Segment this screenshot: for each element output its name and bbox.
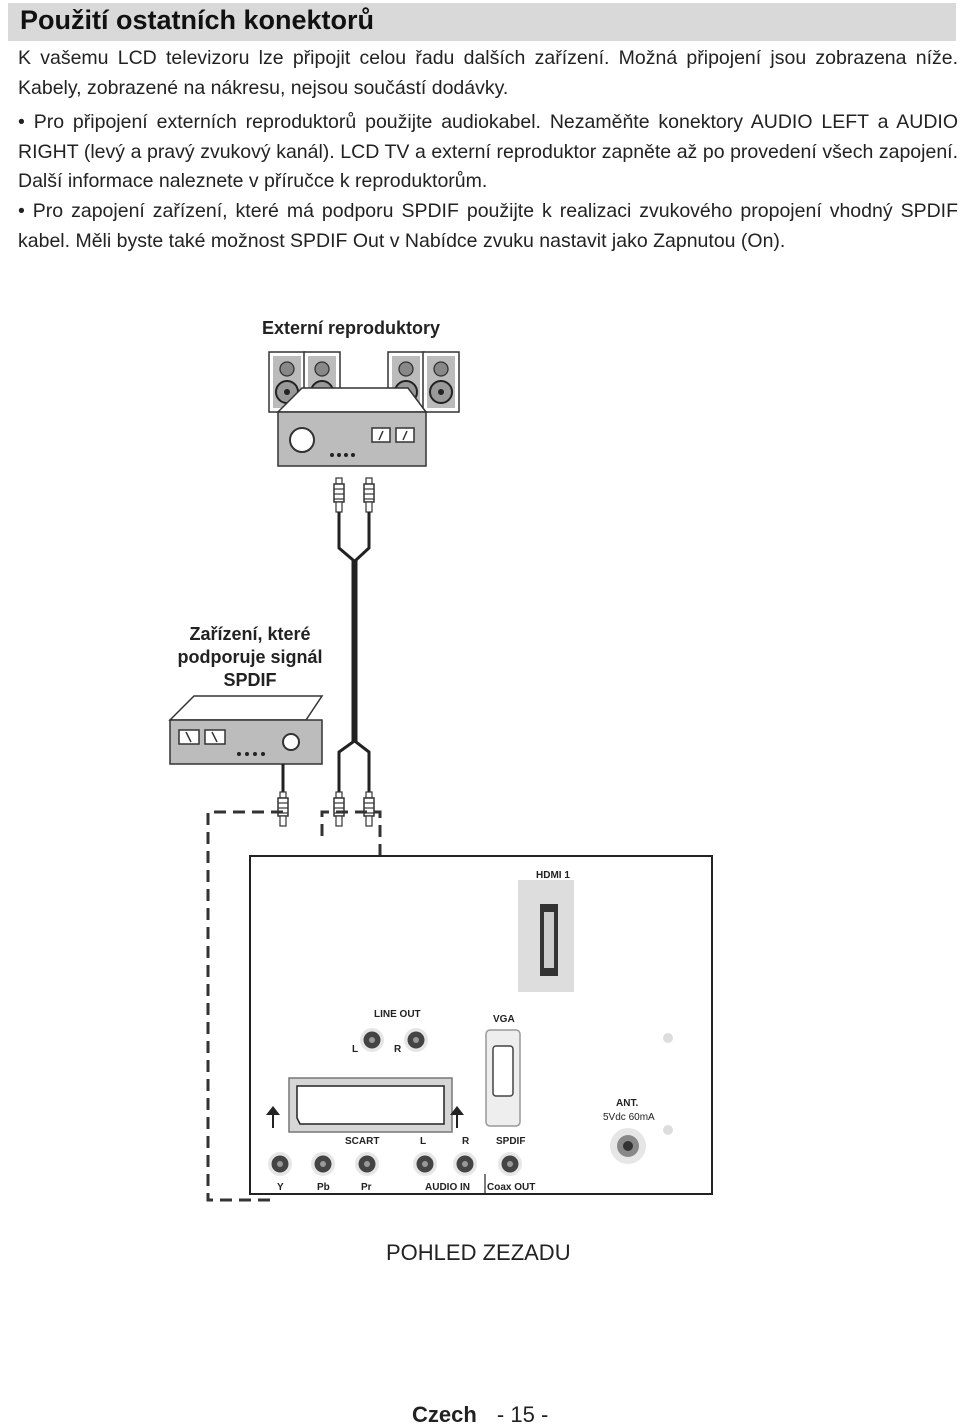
rca-plug-icon [333,791,345,827]
rca-plug-icon [277,791,289,827]
audio-in-label: AUDIO IN [425,1182,470,1193]
amplifier-icon [276,387,428,467]
rca-plug-icon [363,477,375,513]
hdmi-label: HDMI 1 [536,870,570,881]
audio-cable [337,512,371,792]
tv-rear-panel [249,855,713,1195]
page-footer: Czech - 15 - [412,1402,548,1428]
title-bar: Použití ostatních konektorů [8,3,956,41]
spdif-label: SPDIF [496,1136,525,1147]
rear-view-label: POHLED ZEZADU [386,1240,571,1265]
page-title: Použití ostatních konektorů [20,5,375,35]
rca-plug-icon [333,477,345,513]
pb-label: Pb [317,1182,330,1193]
speaker-icon [422,351,460,413]
rca-plug-icon [363,791,375,827]
scart-label: SCART [345,1136,379,1147]
line-out-r-label: R [394,1044,402,1055]
bullet-speakers: • Pro připojení externích reproduktorů p… [18,108,958,197]
audio-l-label: L [420,1136,426,1147]
speakers-label: Externí reproduktory [262,318,441,338]
page-number: - 15 - [496,1402,549,1427]
bullet-symbol: • [18,200,25,222]
bullet-spdif: • Pro zapojení zařízení, které má podpor… [18,197,958,256]
spdif-device-icon [168,695,324,765]
ant-power-label: 5Vdc 60mA [603,1112,655,1123]
bullet-text: Pro zapojení zařízení, které má podporu … [18,200,958,252]
coax-out-label: Coax OUT [487,1182,535,1193]
footer-language: Czech [412,1402,477,1427]
pr-label: Pr [361,1182,372,1193]
y-label: Y [277,1182,284,1193]
bullet-text: Pro připojení externích reproduktorů pou… [18,111,958,192]
vga-label: VGA [493,1014,515,1025]
line-out-label: LINE OUT [374,1009,421,1020]
audio-r-label: R [462,1136,470,1147]
intro-paragraph: K vašemu LCD televizoru lze připojit cel… [18,47,958,99]
ant-label: ANT. [616,1098,638,1109]
bullet-symbol: • [18,111,25,133]
spdif-device-label: Zařízení, které podporuje signál SPDIF [177,624,323,690]
dashed-connection-lines [206,810,412,1202]
line-out-l-label: L [352,1044,358,1055]
